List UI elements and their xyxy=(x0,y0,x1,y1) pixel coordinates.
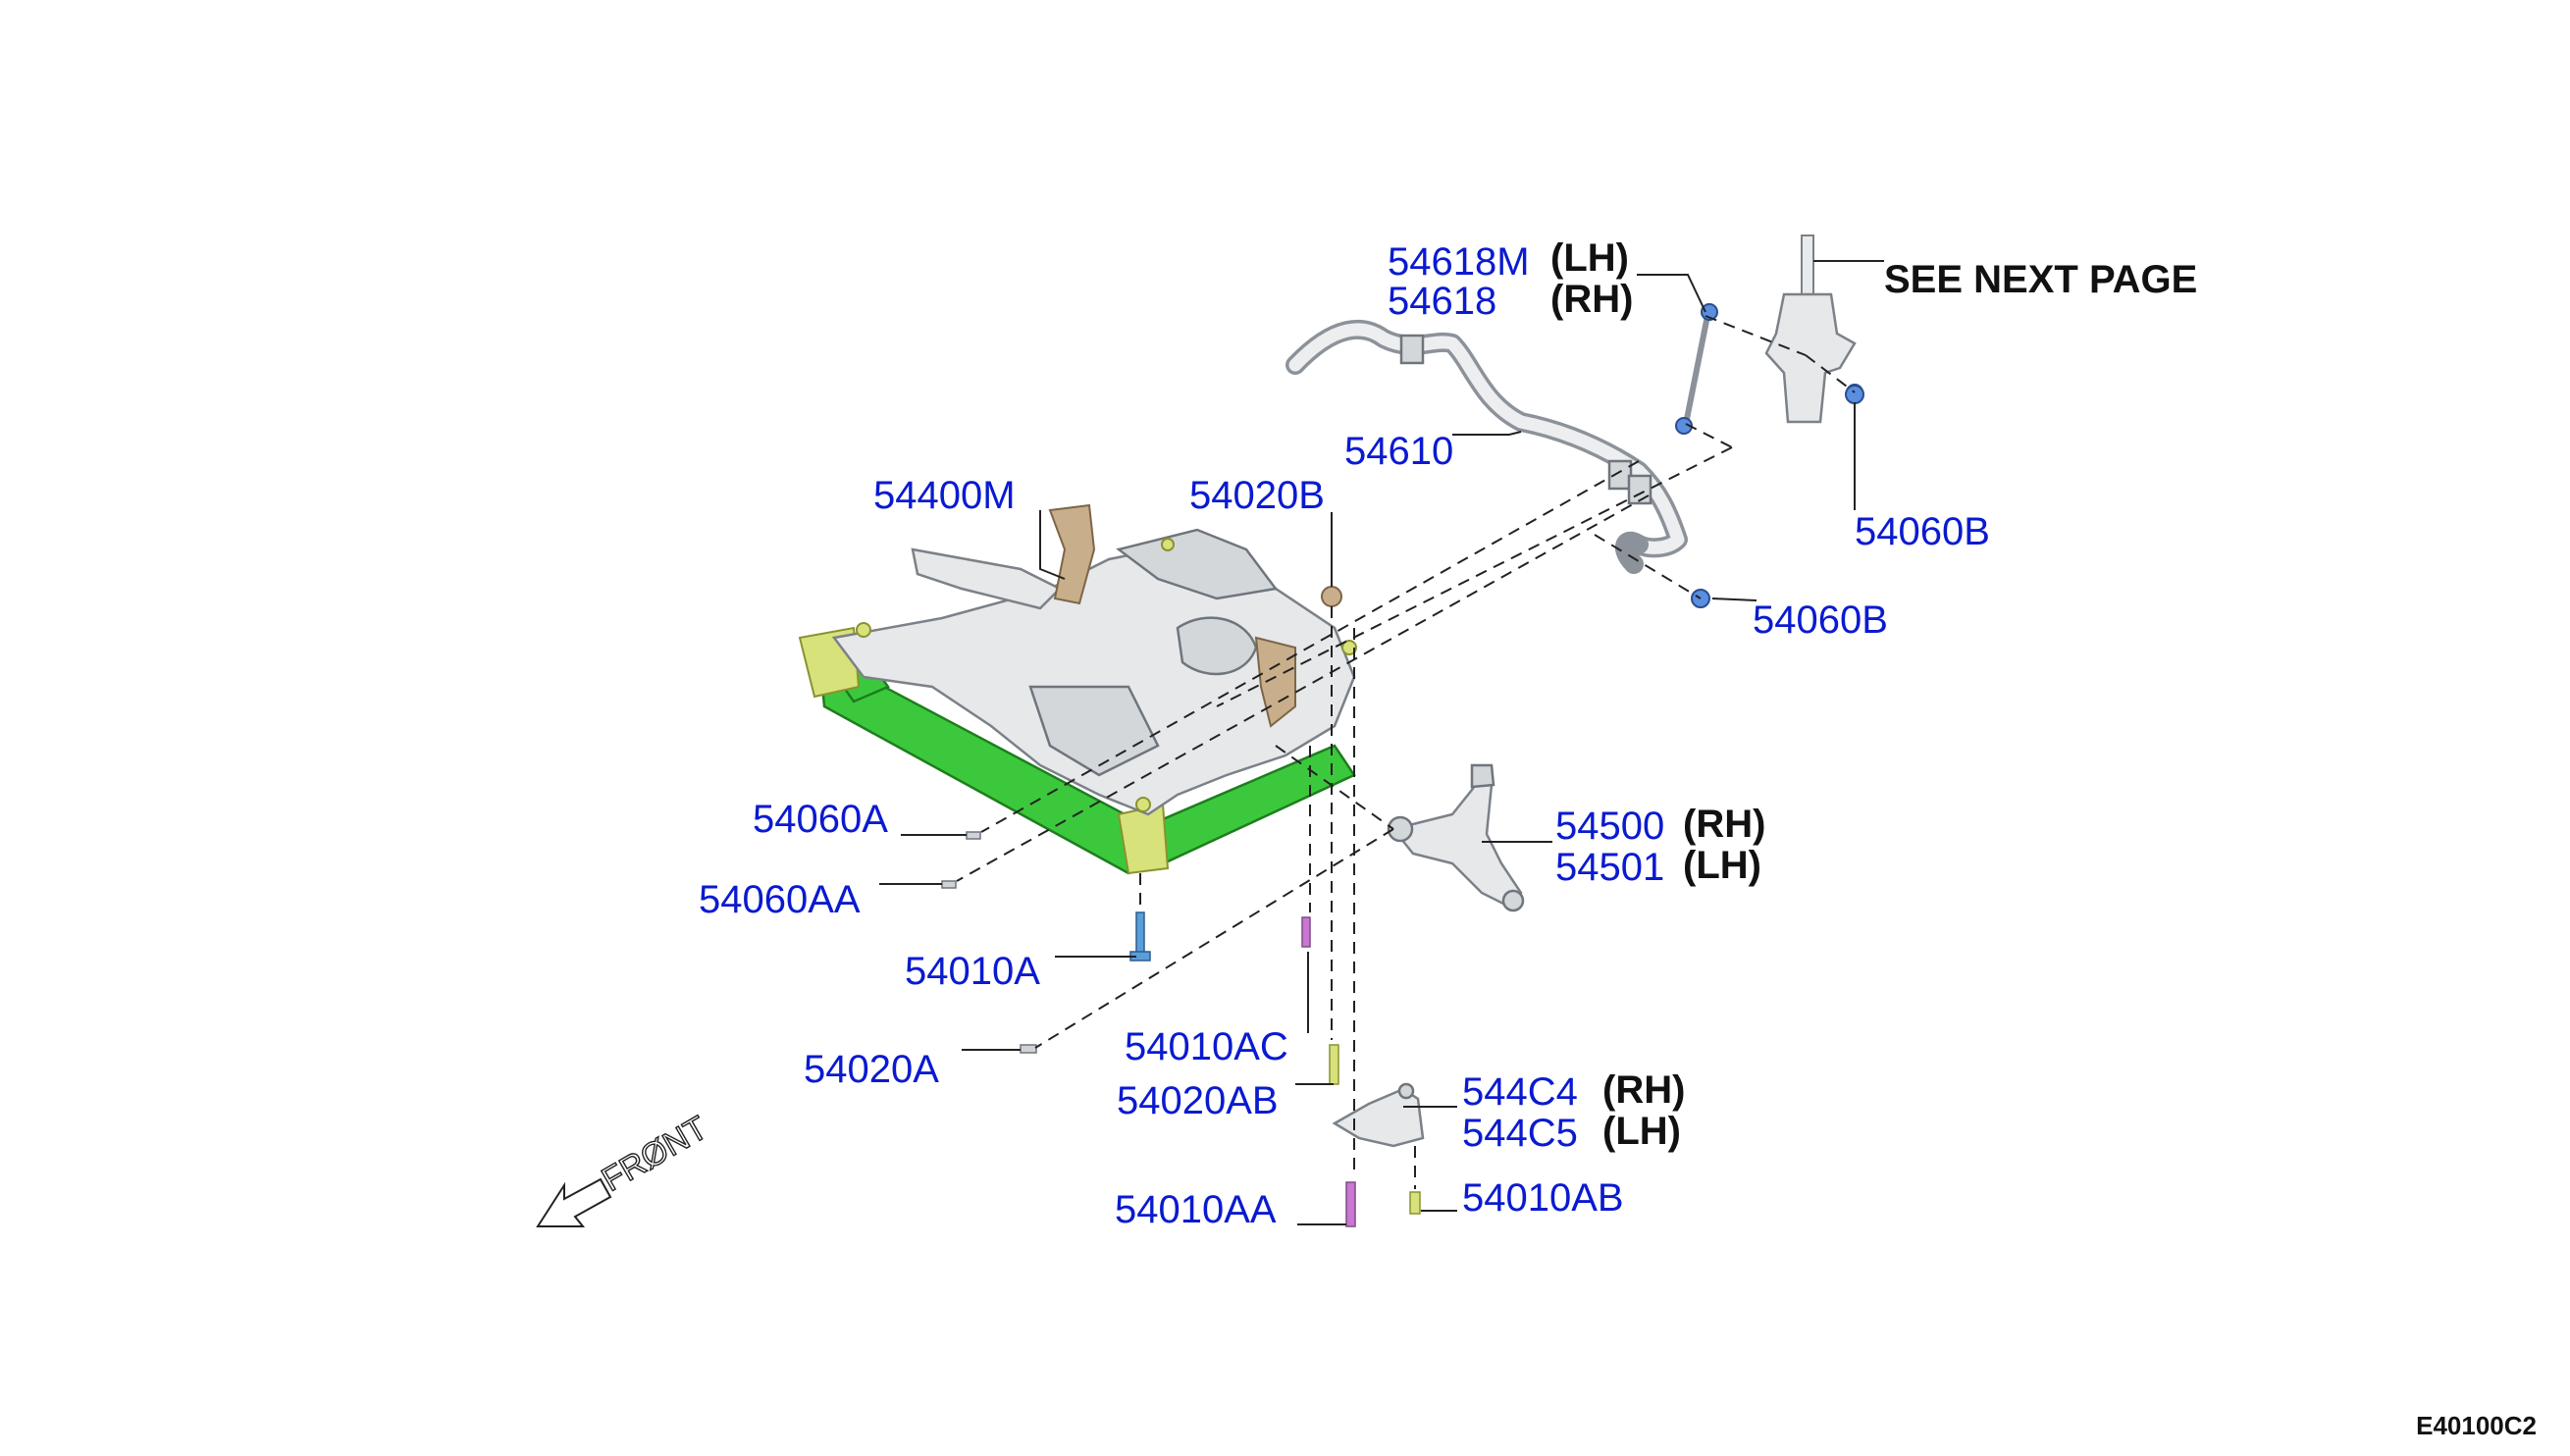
part-number-54020ab[interactable]: 54020AB xyxy=(1117,1079,1279,1122)
part-number-54060b-mid[interactable]: 54060B xyxy=(1753,598,1888,642)
side-label-rh: (RH) xyxy=(1550,278,1633,321)
part-number-54501[interactable]: 54501 xyxy=(1555,846,1664,889)
bolt-54010ab-illustration[interactable] xyxy=(1409,1191,1421,1215)
bolt-54020ab-illustration[interactable] xyxy=(1329,1044,1339,1085)
side-label-lh: (LH) xyxy=(1550,236,1629,280)
leader-lines xyxy=(879,260,1884,1225)
callout-54501[interactable]: 54501 (LH) xyxy=(1555,844,1761,889)
part-number-54610[interactable]: 54610 xyxy=(1344,430,1453,473)
part-number-54010ac[interactable]: 54010AC xyxy=(1125,1025,1288,1068)
part-number-54618[interactable]: 54618 xyxy=(1388,280,1496,323)
bolt-54010ac-illustration[interactable] xyxy=(1301,916,1311,948)
assembly-lines xyxy=(956,315,1856,1189)
part-number-54020a[interactable]: 54020A xyxy=(804,1048,939,1091)
side-label-lh: (LH) xyxy=(1683,844,1761,887)
part-number-54618m[interactable]: 54618M xyxy=(1388,240,1530,284)
front-indicator: FRØNT xyxy=(536,1109,714,1227)
nut-54060b-top-illustration[interactable] xyxy=(1845,385,1864,404)
part-number-54010a[interactable]: 54010A xyxy=(905,950,1040,993)
part-number-54060a[interactable]: 54060A xyxy=(753,798,888,841)
callout-54500[interactable]: 54500 (RH) xyxy=(1555,803,1765,848)
callout-544c4[interactable]: 544C4 (RH) xyxy=(1462,1068,1685,1114)
callout-54618[interactable]: 54618 (RH) xyxy=(1388,278,1633,323)
part-number-54020b[interactable]: 54020B xyxy=(1189,474,1325,517)
part-number-54010aa[interactable]: 54010AA xyxy=(1115,1188,1277,1231)
callout-54618m[interactable]: 54618M (LH) xyxy=(1388,236,1629,284)
stabilizer-bar-illustration[interactable] xyxy=(1285,319,1688,574)
callout-544c5[interactable]: 544C5 (LH) xyxy=(1462,1110,1681,1155)
bolt-54020a-illustration[interactable] xyxy=(1020,1044,1037,1054)
side-label-lh: (LH) xyxy=(1602,1110,1681,1153)
part-number-54010ab[interactable]: 54010AB xyxy=(1462,1176,1624,1220)
connecting-rod-illustration[interactable] xyxy=(1675,303,1718,435)
bolt-54060aa-illustration[interactable] xyxy=(941,880,957,889)
part-number-54400m[interactable]: 54400M xyxy=(873,474,1016,517)
part-number-544c4[interactable]: 544C4 xyxy=(1462,1070,1578,1114)
part-number-54500[interactable]: 54500 xyxy=(1555,805,1664,848)
part-number-54060aa[interactable]: 54060AA xyxy=(699,878,861,921)
front-label: FRØNT xyxy=(596,1109,713,1198)
bracket-illustration[interactable] xyxy=(1332,1082,1425,1148)
nut-54020b-illustration[interactable] xyxy=(1321,586,1342,607)
part-number-544c5[interactable]: 544C5 xyxy=(1462,1112,1578,1155)
transverse-link-illustration[interactable] xyxy=(1387,763,1525,912)
diagram-code: E40100C2 xyxy=(2416,1411,2537,1440)
bolt-54010a-illustration[interactable] xyxy=(1129,911,1151,962)
front-arrow-icon xyxy=(536,1177,612,1227)
bolt-54060a-illustration[interactable] xyxy=(966,831,981,840)
part-number-54060b-top[interactable]: 54060B xyxy=(1855,510,1990,553)
side-label-rh: (RH) xyxy=(1683,803,1765,846)
bolt-54010aa-illustration[interactable] xyxy=(1345,1181,1356,1227)
side-label-rh: (RH) xyxy=(1602,1068,1685,1112)
see-next-page-note: SEE NEXT PAGE xyxy=(1884,258,2197,301)
suspension-member-illustration[interactable] xyxy=(798,503,1357,875)
